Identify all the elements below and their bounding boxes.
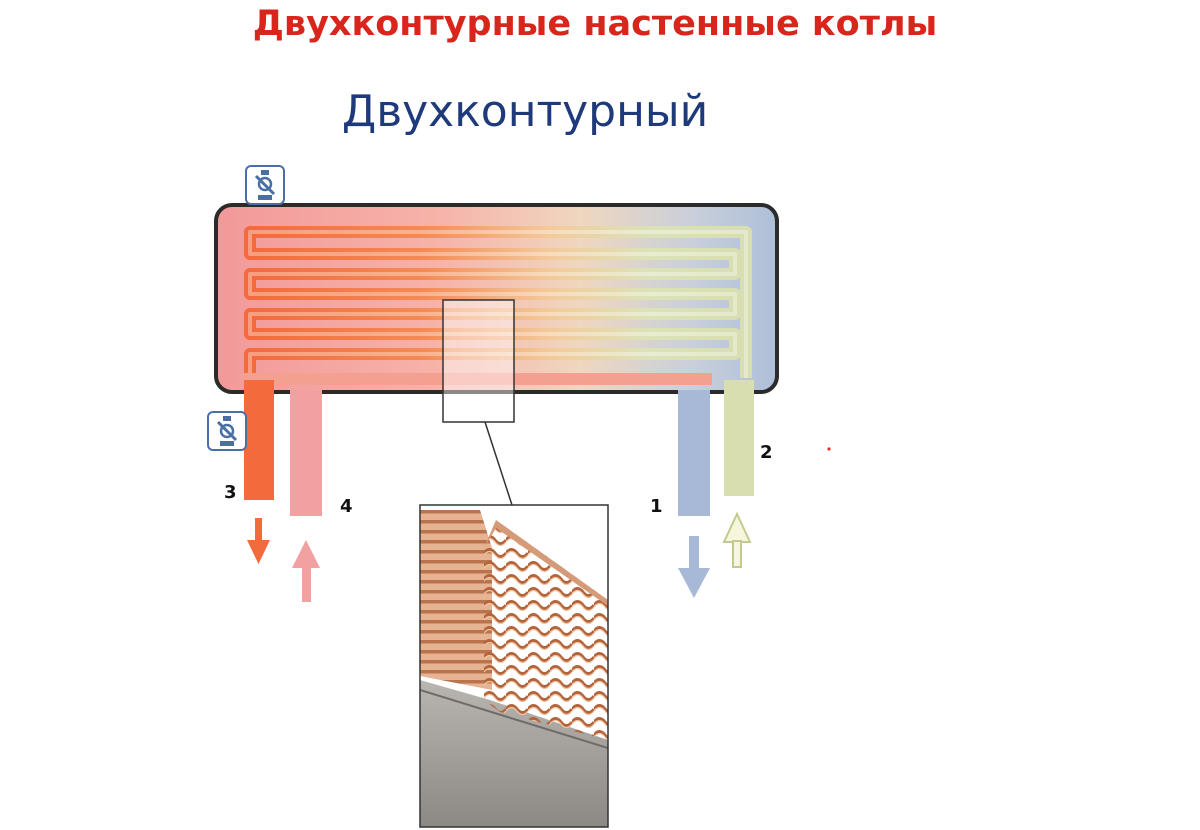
pipe-2-hot-water: [724, 380, 754, 496]
port-label-1: 1: [650, 496, 663, 517]
arrow-up-return: [292, 540, 320, 602]
detail-highlight-box: [442, 299, 515, 423]
red-dot-marker: [827, 447, 831, 451]
pipe-4-heating-return: [290, 390, 322, 516]
plate-detail-inset: [420, 505, 608, 827]
port-label-3: 3: [224, 482, 237, 503]
detail-leader-line: [484, 421, 513, 506]
tap-valve-icon: [207, 411, 247, 451]
serpentine-tube: [244, 226, 752, 378]
page-title: Двухконтурные настенные котлы: [252, 4, 938, 44]
pipe-1-cold-water: [678, 390, 710, 516]
tap-valve-icon: [245, 165, 285, 205]
diagram-subtitle: Двухконтурный: [341, 86, 709, 137]
arrow-up-hot: [722, 511, 752, 568]
port-label-4: 4: [340, 496, 353, 517]
bottom-manifold: [242, 373, 712, 385]
port-label-2: 2: [760, 442, 773, 463]
arrow-down-heating: [247, 518, 270, 564]
pipe-3-heating-supply: [244, 380, 274, 500]
arrow-down-cold: [678, 536, 710, 598]
